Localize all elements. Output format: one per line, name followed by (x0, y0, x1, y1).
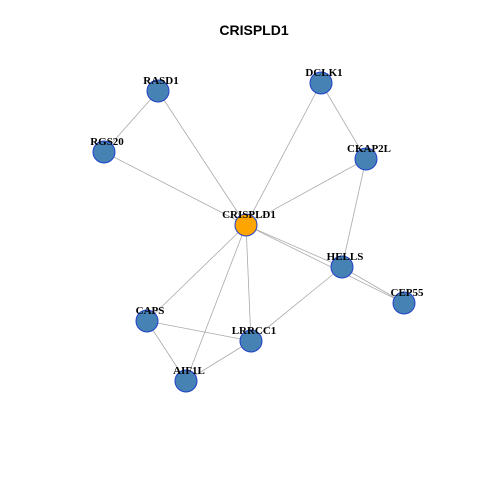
edge-hells-cep55 (341, 266, 405, 304)
node-circle[interactable] (146, 79, 170, 103)
edge-crispld1-aif1l (185, 224, 247, 382)
node-rasd1[interactable]: RASD1 (143, 75, 179, 103)
edge-crispld1-hells (245, 224, 343, 268)
node-label: DCLK1 (305, 67, 342, 79)
node-label: LRRCC1 (232, 325, 277, 337)
node-label: CEP55 (391, 287, 425, 299)
graph-title: CRISPLD1 (219, 22, 288, 38)
node-circle[interactable] (392, 291, 416, 315)
node-label: RGS20 (90, 136, 124, 148)
node-lrrcc1[interactable]: LRRCC1 (232, 325, 277, 353)
node-circle[interactable] (309, 71, 333, 95)
node-circle[interactable] (135, 309, 159, 333)
edge-dclk1-ckap2l (320, 82, 367, 160)
node-circle[interactable] (239, 329, 263, 353)
node-circle[interactable] (330, 255, 354, 279)
node-circle[interactable] (234, 213, 258, 237)
node-label: AIF1L (173, 365, 205, 377)
edge-crispld1-rasd1 (157, 90, 247, 226)
node-label: CRISPLD1 (222, 209, 276, 221)
edge-layer (103, 82, 405, 382)
node-crispld1[interactable]: CRISPLD1 (222, 209, 276, 237)
node-label: RASD1 (143, 75, 178, 87)
edge-crispld1-caps (146, 224, 247, 322)
node-circle[interactable] (174, 369, 198, 393)
edge-crispld1-ckap2l (245, 158, 367, 226)
edge-crispld1-lrrcc1 (245, 224, 252, 342)
node-label: CKAP2L (347, 143, 391, 155)
node-cep55[interactable]: CEP55 (391, 287, 425, 315)
node-caps[interactable]: CAPS (135, 305, 165, 333)
node-label: CAPS (136, 305, 165, 317)
edge-caps-lrrcc1 (146, 320, 252, 342)
edge-hells-lrrcc1 (250, 266, 343, 342)
node-rgs20[interactable]: RGS20 (90, 136, 124, 164)
node-ckap2l[interactable]: CKAP2L (347, 143, 391, 171)
edge-ckap2l-hells (341, 158, 367, 268)
edge-crispld1-rgs20 (103, 151, 247, 226)
node-hells[interactable]: HELLS (327, 251, 364, 279)
node-label: HELLS (327, 251, 364, 263)
node-circle[interactable] (354, 147, 378, 171)
edge-rasd1-rgs20 (103, 90, 159, 153)
node-circle[interactable] (92, 140, 116, 164)
node-dclk1[interactable]: DCLK1 (305, 67, 343, 95)
edge-crispld1-dclk1 (245, 82, 322, 226)
node-aif1l[interactable]: AIF1L (173, 365, 205, 393)
edge-caps-aif1l (146, 320, 187, 382)
edge-crispld1-cep55 (245, 224, 405, 304)
edge-lrrcc1-aif1l (185, 340, 252, 382)
